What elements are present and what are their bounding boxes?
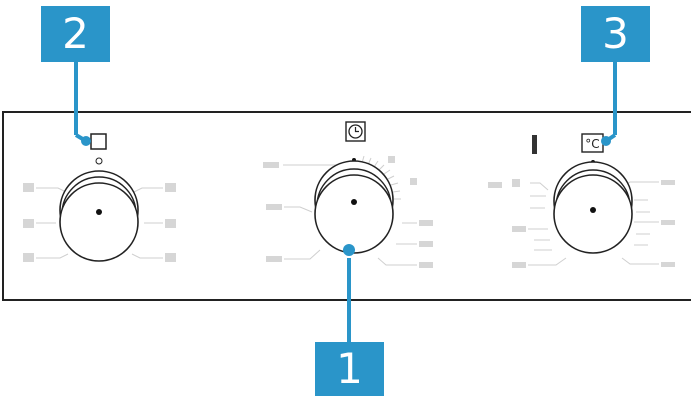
temperature-scale-ticks-left <box>528 182 567 266</box>
callout-1: 1 <box>315 342 384 396</box>
tick-line <box>377 257 417 266</box>
indicator-light <box>532 135 537 154</box>
temperature-knob-group: °C <box>488 133 675 268</box>
tick-line <box>131 253 163 259</box>
timer-knob-indicator <box>351 199 357 205</box>
label-placeholder <box>263 162 279 168</box>
label-placeholder <box>165 253 176 262</box>
label-placeholder <box>410 178 417 185</box>
temperature-knob[interactable] <box>553 174 633 254</box>
label-placeholder <box>165 183 176 192</box>
callout-3-anchor <box>601 136 611 146</box>
label-placeholder <box>23 219 34 228</box>
label-placeholder <box>165 219 176 228</box>
label-placeholder <box>488 182 502 188</box>
tick-line <box>36 253 69 259</box>
function-knob-indicator <box>96 209 102 215</box>
label-placeholder <box>419 220 433 226</box>
label-placeholder <box>512 262 526 268</box>
label-placeholder <box>388 156 395 163</box>
label-placeholder <box>419 262 433 268</box>
clock-icon-frame <box>345 121 366 142</box>
callout-2: 2 <box>41 6 110 62</box>
label-placeholder <box>23 253 34 262</box>
clock-hands <box>354 127 359 133</box>
label-placeholder <box>266 256 282 262</box>
label-placeholder <box>512 179 520 187</box>
label-placeholder <box>661 262 675 267</box>
celsius-icon: °C <box>585 137 599 151</box>
label-placeholder <box>512 226 526 232</box>
tick-line <box>133 187 163 193</box>
callout-3: 3 <box>581 6 650 62</box>
clock-icon <box>348 124 363 139</box>
tick-line <box>36 187 67 193</box>
off-position-marker <box>95 157 103 165</box>
temperature-knob-indicator <box>590 207 596 213</box>
callout-2-anchor <box>81 136 91 146</box>
timer-knob[interactable] <box>314 174 394 254</box>
callout-1-anchor <box>343 244 355 256</box>
label-placeholder <box>661 180 675 185</box>
label-placeholder <box>419 241 433 247</box>
tick-line <box>284 206 313 213</box>
function-knob-group <box>23 133 176 262</box>
label-placeholder <box>23 183 34 192</box>
label-placeholder <box>266 204 282 210</box>
tick-line <box>284 249 321 260</box>
function-knob[interactable] <box>59 182 139 262</box>
square-icon <box>90 133 107 150</box>
timer-knob-group <box>263 121 433 268</box>
label-placeholder <box>661 220 675 225</box>
